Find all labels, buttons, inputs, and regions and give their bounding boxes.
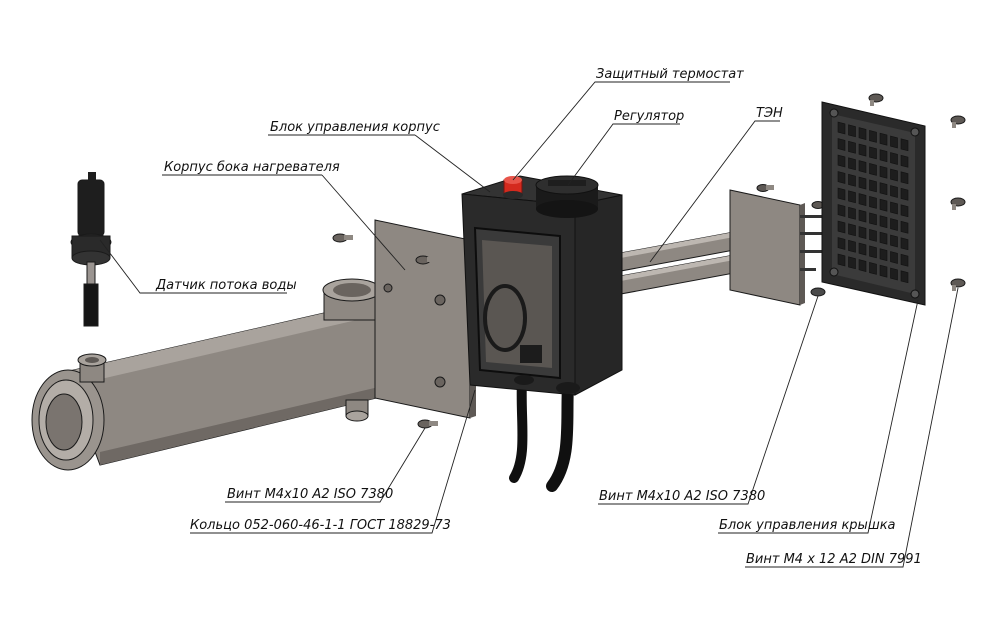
lid-pocket (879, 248, 888, 262)
control-unit-lid (821, 101, 926, 306)
label-regulator: Регулятор (614, 109, 684, 124)
lid-pocket (879, 215, 888, 229)
label-control-unit-lid: Блок управления крышка (719, 518, 896, 533)
lid-pocket (869, 146, 877, 160)
lid-pocket (848, 157, 856, 171)
lid-pocket (900, 187, 909, 201)
lid-pocket (858, 127, 867, 140)
lid-pocket (890, 168, 898, 182)
lid-pocket (879, 264, 888, 278)
flange-plate (374, 219, 476, 419)
screw-din-2 (950, 115, 966, 128)
lid-pocket (837, 204, 846, 217)
lid-pocket (837, 220, 846, 234)
lid-pocket (879, 165, 888, 179)
lid-pocket (858, 176, 867, 190)
leader-lines (99, 81, 959, 568)
lid-pocket (900, 237, 909, 251)
lid-pocket (848, 124, 856, 138)
lid-pocket (890, 267, 898, 281)
label-protective-thermostat: Защитный термостат (596, 67, 744, 82)
lid-pocket (900, 154, 909, 168)
lid-pocket (869, 179, 877, 193)
lid-pocket (900, 220, 909, 234)
label-screw-din: Винт М4 х 12 А2 DIN 7991 (746, 552, 922, 567)
lid-pocket (858, 226, 867, 239)
screw-din-4 (950, 278, 966, 291)
lid-pocket (869, 245, 877, 259)
screw-left-mid (415, 255, 436, 265)
control-unit-housing (461, 175, 623, 492)
lid-grid (837, 121, 909, 284)
lid-pocket (890, 135, 898, 149)
labels: Защитный термостат Регулятор Блок управл… (155, 67, 922, 567)
lid-pocket (848, 173, 856, 187)
lid-pocket (837, 187, 846, 201)
water-flow-sensor (70, 172, 112, 327)
lid-pocket (869, 163, 877, 176)
lid-pocket (900, 270, 909, 284)
lid-pocket (858, 209, 867, 223)
screw-left-top (332, 233, 353, 243)
lid-pocket (869, 212, 877, 226)
lid-pocket (837, 253, 846, 267)
screw-din-3 (950, 197, 966, 210)
lid-pocket (858, 259, 867, 272)
lid-pocket (869, 196, 877, 209)
label-control-unit-housing: Блок управления корпус (270, 120, 440, 135)
lid-pocket (837, 138, 846, 151)
lid-pocket (879, 231, 888, 245)
lid-pocket (900, 204, 909, 218)
lid-pocket (900, 171, 909, 185)
lid-pocket (890, 234, 898, 248)
screw-left-bottom (417, 419, 438, 429)
lid-pocket (848, 239, 856, 253)
lid-pocket (858, 242, 867, 256)
lid-pocket (890, 201, 898, 215)
lid-pocket (848, 190, 856, 204)
lid-pocket (858, 193, 867, 206)
label-o-ring: Кольцо 052-060-46-1-1 ГОСТ 18829-73 (190, 518, 451, 533)
lid-pocket (879, 182, 888, 196)
lid-pocket (890, 251, 898, 264)
lid-pocket (900, 138, 909, 152)
lid-pocket (837, 121, 846, 135)
lid-pocket (869, 130, 877, 143)
lid-pocket (858, 160, 867, 173)
screw-din-1 (868, 93, 884, 106)
lid-pocket (890, 152, 898, 165)
lid-pocket (890, 185, 898, 198)
label-heater-side-body: Корпус бока нагревателя (164, 160, 340, 175)
lid-pocket (837, 171, 846, 184)
lid-pocket (879, 149, 888, 163)
lid-pocket (848, 206, 856, 220)
label-heating-element: ТЭН (756, 106, 783, 121)
lid-pocket (900, 253, 909, 267)
lid-pocket (858, 143, 867, 157)
lid-pocket (848, 256, 856, 270)
label-screw-left: Винт М4х10 А2 ISO 7380 (227, 487, 393, 502)
heater-side-body (31, 278, 431, 471)
lid-pocket (879, 198, 888, 212)
lid-pocket (890, 218, 898, 231)
label-water-flow-sensor: Датчик потока воды (155, 278, 297, 293)
lid-pocket (848, 223, 856, 237)
lid-pocket (869, 262, 877, 275)
label-screw-right: Винт М4х10 А2 ISO 7380 (599, 489, 765, 504)
lid-pocket (879, 132, 888, 146)
lid-pocket (837, 237, 846, 250)
lid-pocket (848, 140, 856, 154)
screw-right-flange (810, 287, 826, 297)
lid-pocket (869, 229, 877, 242)
heating-element (609, 184, 825, 306)
lid-pocket (837, 154, 846, 168)
